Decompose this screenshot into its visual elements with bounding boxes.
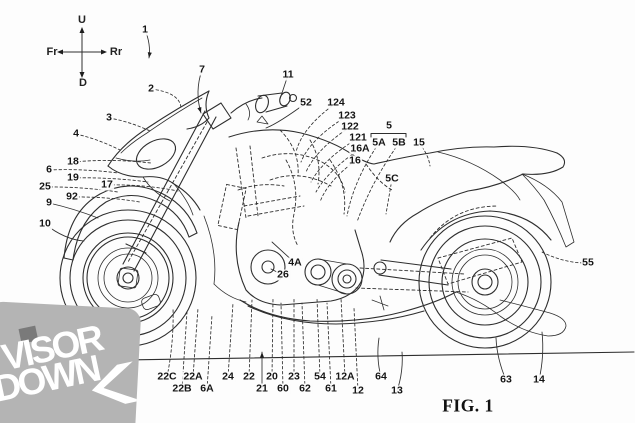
- ground-line: [59, 351, 635, 362]
- compass-rear-label: Rr: [109, 46, 123, 58]
- compass-front-label: Fr: [46, 46, 58, 58]
- exhaust: [239, 291, 567, 337]
- front-fork: [122, 102, 232, 310]
- label-5-bracket: [370, 133, 407, 138]
- swingarm: [355, 237, 523, 293]
- compass-arrows: [57, 27, 107, 78]
- visordown-watermark: VISOR DOWN: [0, 301, 142, 423]
- handlebar: [230, 91, 298, 125]
- figure-caption: FIG. 1: [442, 395, 494, 416]
- front-fender: [63, 185, 198, 261]
- watermark-swoosh-icon: [91, 361, 142, 404]
- compass-down-label: D: [79, 77, 87, 89]
- engine: [235, 221, 389, 311]
- front-cowl: [107, 90, 247, 303]
- tank-seat-tail: [228, 129, 575, 248]
- compass-up-label: U: [78, 14, 86, 26]
- rear-wheel: [418, 205, 552, 349]
- frame-internals: [217, 129, 346, 247]
